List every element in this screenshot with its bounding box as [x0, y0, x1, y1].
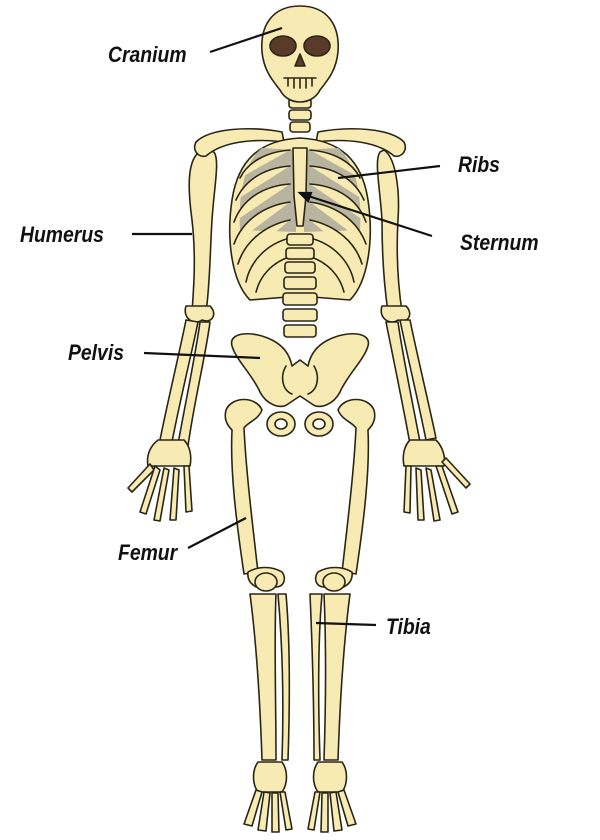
leader-lines — [132, 26, 441, 627]
pelvis-leader — [143, 351, 261, 360]
shoulder-girdle — [193, 128, 407, 158]
sternum-leader-arrowhead — [297, 191, 313, 203]
right-leg — [307, 398, 376, 833]
pelvis-bone — [230, 333, 370, 437]
humerus-label: Humerus — [20, 222, 104, 247]
rib-cage — [228, 137, 372, 301]
skull — [261, 5, 339, 103]
left-leg — [224, 398, 293, 833]
ribs-label: Ribs — [458, 152, 500, 177]
tibia-label: Tibia — [386, 614, 431, 639]
right-arm — [376, 149, 471, 522]
femur-label: Femur — [118, 540, 178, 565]
ribs-leader — [337, 164, 441, 180]
sternum-leader — [301, 192, 433, 238]
left-arm — [127, 149, 218, 522]
tibia-leader — [315, 621, 377, 627]
sternum-label: Sternum — [460, 230, 539, 255]
cranium-label: Cranium — [108, 42, 187, 67]
cranium-leader — [209, 26, 283, 54]
sternum-bone — [292, 147, 308, 227]
pelvis-label: Pelvis — [68, 340, 124, 365]
femur-leader — [187, 517, 247, 549]
